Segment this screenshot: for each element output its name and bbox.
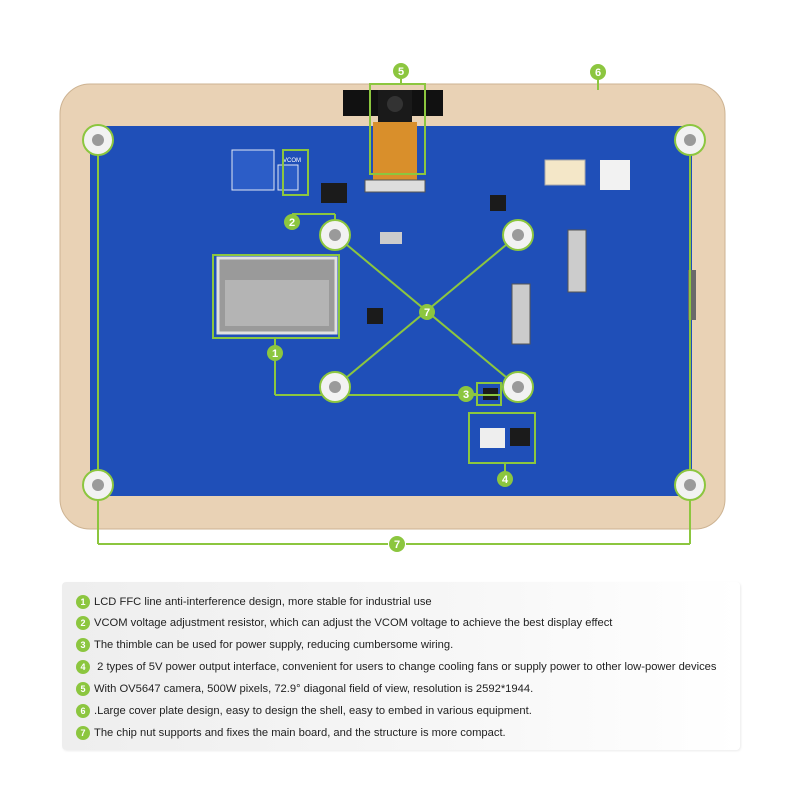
ffc-strip [225, 280, 329, 326]
feature-number: 6 [76, 704, 90, 719]
callout-badge-3: 3 [458, 386, 474, 402]
feature-text: 2 types of 5V power output interface, co… [94, 661, 717, 674]
feature-item: 4 2 types of 5V power output interface, … [76, 658, 717, 676]
callout-badge-5: 5 [393, 63, 409, 79]
power-header [480, 428, 505, 448]
standoffs [82, 124, 706, 501]
feature-item: 3 The thimble can be used for power suppl… [76, 636, 453, 654]
power-pins [510, 428, 530, 446]
fan-connector [544, 159, 586, 186]
svg-text:2: 2 [289, 217, 295, 229]
camera-lens-glass [387, 96, 403, 112]
chip [321, 183, 347, 203]
svg-text:4: 4 [502, 474, 509, 486]
product-diagram: VCOM [59, 63, 726, 552]
feature-text: The chip nut supports and fixes the main… [94, 727, 506, 740]
feature-item: 2 VCOM voltage adjustment resistor, which… [76, 614, 612, 632]
small-connector [380, 232, 402, 244]
feature-number: 3 [76, 638, 90, 653]
feature-text: The thimble can be used for power supply… [94, 639, 454, 652]
callout-badge-4: 4 [497, 471, 513, 487]
callout-badge-2: 2 [284, 214, 300, 230]
feature-number: 5 [76, 682, 90, 697]
svg-text:5: 5 [398, 66, 404, 78]
feature-item: 5 With OV5647 camera, 500W pixels, 72.9° … [76, 680, 533, 698]
feature-item: 1 LCD FFC line anti-interference design, … [76, 593, 432, 611]
feature-number: 1 [76, 595, 90, 610]
feature-number: 7 [76, 726, 90, 741]
svg-text:1: 1 [272, 348, 278, 360]
side-connector [511, 283, 531, 345]
callout-badge-6: 6 [590, 64, 606, 80]
svg-text:6: 6 [595, 67, 601, 79]
callout-badge-7-bottom: 7 [389, 536, 405, 552]
feature-text: VCOM voltage adjustment resistor, which … [94, 617, 613, 630]
feature-text: .Large cover plate design, easy to desig… [94, 705, 532, 718]
board-edge [688, 270, 696, 320]
camera-connector [364, 179, 426, 193]
feature-item: 6 .Large cover plate design, easy to desi… [76, 702, 532, 720]
fan-cable [600, 160, 630, 190]
feature-text: LCD FFC line anti-interference design, m… [94, 596, 432, 609]
svg-text:7: 7 [394, 539, 400, 551]
svg-text:3: 3 [463, 389, 469, 401]
svg-text:7: 7 [424, 307, 430, 319]
camera-ribbon [373, 122, 417, 180]
feature-description-box: 1 LCD FFC line anti-interference design, … [62, 582, 740, 750]
chip [367, 308, 383, 324]
feature-item: 7 The chip nut supports and fixes the mai… [76, 724, 506, 742]
vcom-label: VCOM [283, 158, 301, 164]
feature-text: With OV5647 camera, 500W pixels, 72.9° d… [94, 683, 534, 696]
callout-badge-1: 1 [267, 345, 283, 361]
feature-number: 4 [76, 660, 90, 675]
callout-badge-7-center: 7 [419, 304, 435, 320]
side-connector [567, 229, 587, 293]
chip [490, 195, 506, 211]
feature-number: 2 [76, 616, 90, 631]
